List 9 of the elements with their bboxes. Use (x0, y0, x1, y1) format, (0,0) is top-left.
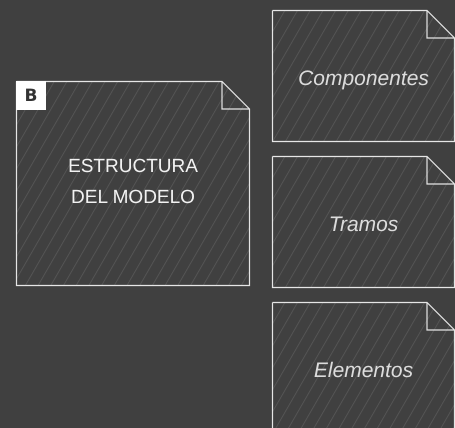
note-card (272, 10, 455, 142)
note-card (272, 302, 455, 428)
card-title: ESTRUCTURA DEL MODELO (67, 155, 199, 210)
card-title: Componentes (297, 66, 430, 92)
section-letter: B (16, 81, 46, 110)
note-card (272, 156, 455, 288)
note-card (16, 81, 250, 286)
card-title: Elementos (312, 358, 414, 384)
card-title: Tramos (328, 212, 400, 238)
